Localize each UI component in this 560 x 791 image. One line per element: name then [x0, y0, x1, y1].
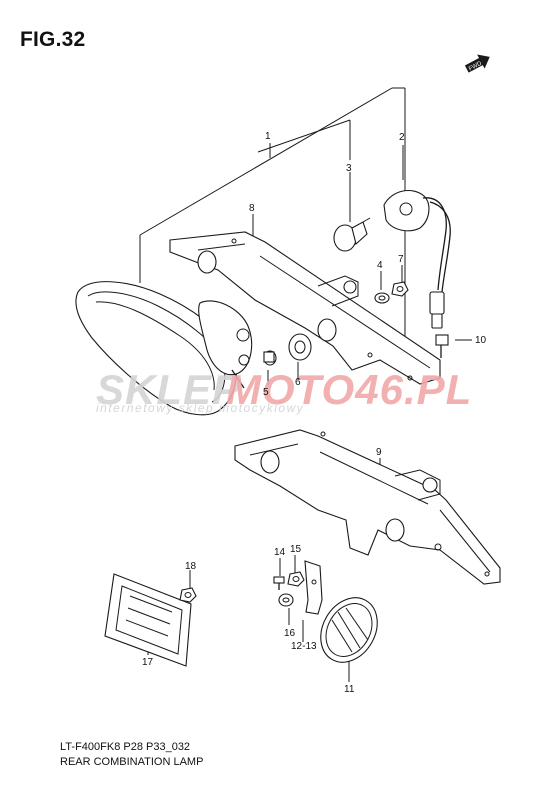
callout-11: 11 — [344, 684, 355, 695]
bolt-part-10 — [435, 334, 449, 358]
washer-part-4 — [374, 292, 390, 304]
washer-part-16 — [278, 593, 294, 607]
callout-15: 15 — [290, 544, 302, 555]
watermark-brand-right: MOTO46.PL — [226, 366, 472, 413]
watermark-brand-left: SKLEP — [96, 366, 241, 413]
callout-5: 5 — [263, 387, 269, 398]
callout-8: 8 — [249, 203, 255, 214]
callout-6: 6 — [295, 377, 301, 388]
nut-part-18 — [179, 587, 197, 603]
watermark: SKLEP MOTO46.PL internetowy sklep motocy… — [96, 366, 472, 415]
callout-3: 3 — [346, 163, 352, 174]
callout-labels: 1 2 3 4 5 6 7 8 9 10 11 12-13 14 15 16 1… — [142, 131, 487, 695]
bulb-part-3 — [333, 217, 371, 252]
callout-9: 9 — [376, 447, 382, 458]
lamp-lens-housing — [75, 281, 253, 416]
screw-part-14 — [273, 576, 285, 590]
callout-17: 17 — [142, 657, 154, 668]
nut-part-7 — [391, 281, 409, 297]
fwd-arrow-icon: FWD — [464, 54, 490, 73]
callout-2: 2 — [399, 132, 405, 143]
callout-12-13: 12-13 — [291, 641, 317, 652]
socket-harness-part-2 — [383, 189, 451, 329]
callout-4: 4 — [377, 260, 383, 271]
nut-part-15 — [287, 571, 305, 587]
callout-18: 18 — [185, 561, 197, 572]
callout-16: 16 — [284, 628, 296, 639]
diagram-code: LT-F400FK8 P28 P33_032 — [60, 741, 191, 753]
reflector-part-17 — [104, 573, 192, 667]
callout-10: 10 — [475, 335, 487, 346]
cushion-part-5 — [263, 350, 277, 366]
callout-1: 1 — [265, 131, 271, 142]
lower-bracket-part-9 — [234, 429, 501, 585]
figure-title: FIG.32 — [20, 28, 86, 51]
upper-bracket-part-8 — [169, 231, 441, 385]
watermark-tagline: internetowy sklep motocyklowy — [96, 401, 304, 415]
callout-14: 14 — [274, 547, 286, 558]
stay-part-12-13 — [304, 560, 323, 615]
callout-7: 7 — [398, 254, 404, 265]
diagram-name: REAR COMBINATION LAMP — [60, 756, 204, 768]
leader-lines — [147, 119, 472, 682]
round-reflector-part-11 — [320, 597, 378, 663]
grommet-part-6 — [288, 333, 312, 361]
